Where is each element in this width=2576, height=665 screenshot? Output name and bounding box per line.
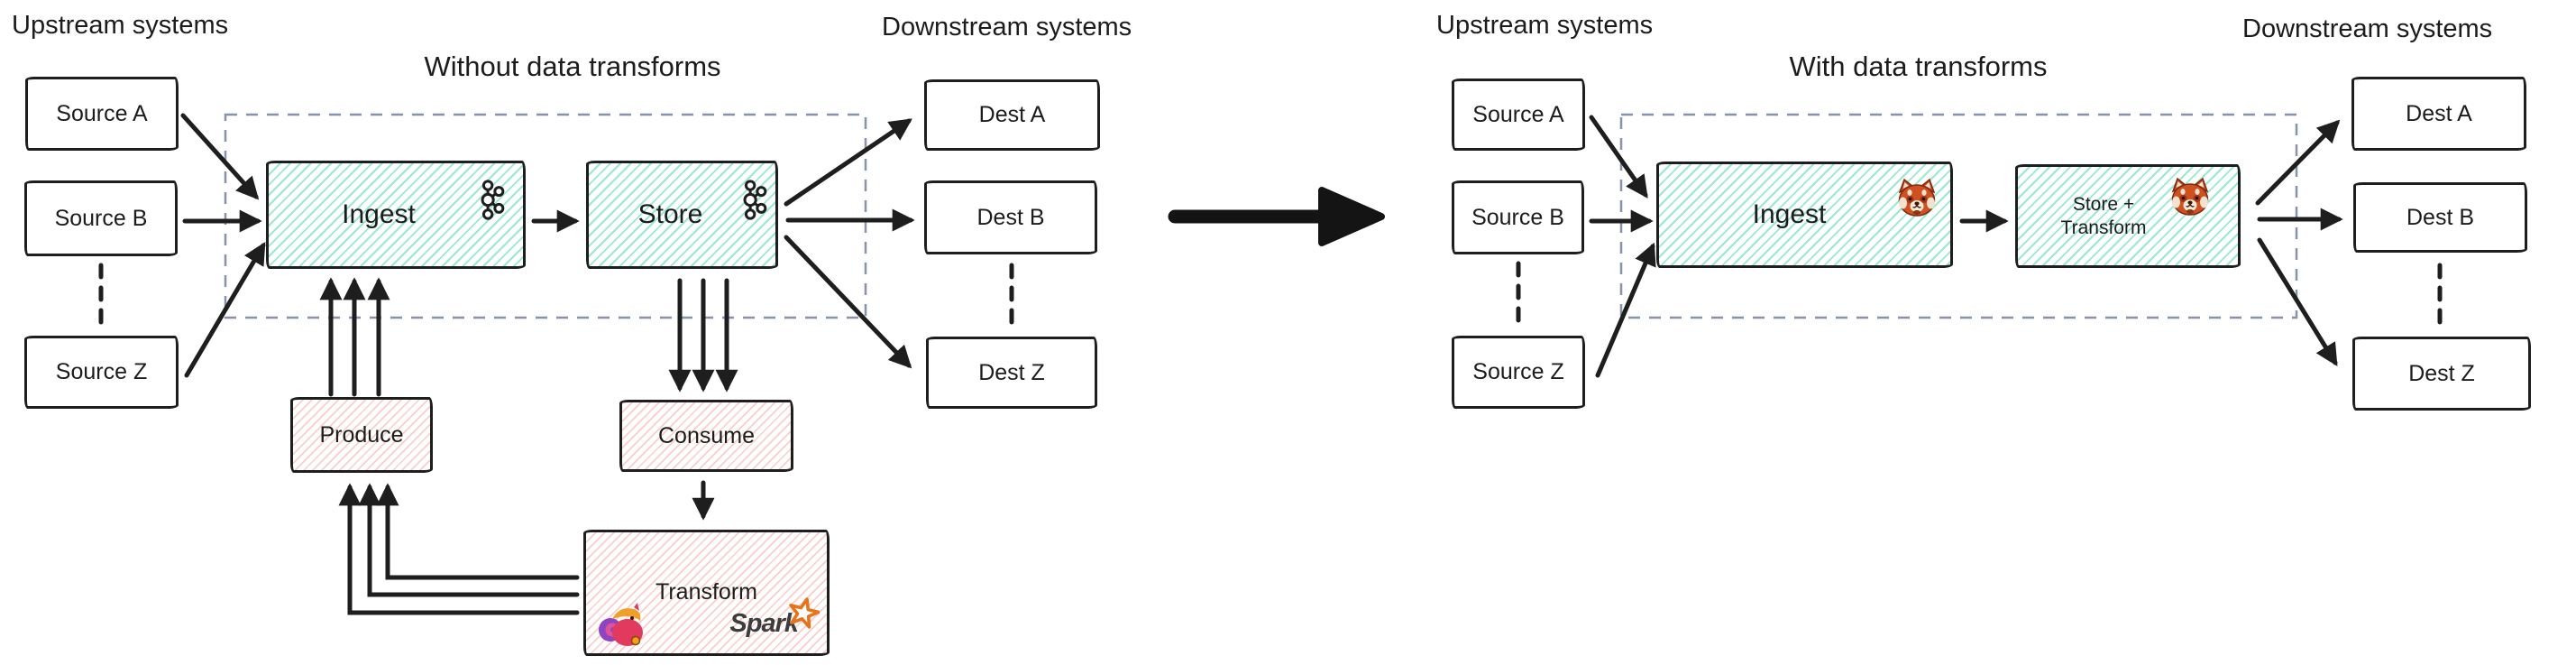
spark-wordmark: Spark <box>729 609 799 638</box>
left-store-box: Store <box>586 161 778 269</box>
kafka-icon <box>481 180 505 220</box>
right-source-a-box: Source A <box>1452 79 1585 151</box>
left-dest-b-label: Dest B <box>976 204 1045 230</box>
left-dest-b-box: Dest B <box>924 180 1097 254</box>
redpanda-icon <box>2171 177 2209 216</box>
left-consume-label: Consume <box>658 422 755 448</box>
kafka-icon <box>743 180 767 220</box>
left-source-z-label: Source Z <box>55 359 148 384</box>
right-dest-z-label: Dest Z <box>2408 360 2475 386</box>
left-dest-a-label: Dest A <box>978 102 1046 127</box>
left-source-z-box: Source Z <box>24 336 179 409</box>
right-store-transform-box: Store + Transform <box>2015 164 2241 268</box>
left-upstream-heading: Upstream systems <box>12 11 229 40</box>
left-downstream-heading: Downstream systems <box>882 13 1132 42</box>
edge-left-sourceA-ingest <box>180 113 260 200</box>
left-pipeline-zone <box>224 113 867 319</box>
left-source-b-box: Source B <box>24 180 178 256</box>
edge-right-sourceZ-ingest <box>1595 242 1656 378</box>
edge-left-sourceZ-ingest <box>184 241 266 378</box>
left-source-a-box: Source A <box>25 77 179 151</box>
left-source-a-label: Source A <box>56 100 148 126</box>
left-transform-label: Transform <box>655 579 757 605</box>
left-dest-z-label: Dest Z <box>978 359 1045 385</box>
edge-left-transform-produce-3 <box>338 483 580 615</box>
left-produce-label: Produce <box>319 421 404 448</box>
right-source-b-label: Source B <box>1471 204 1564 230</box>
left-dest-a-box: Dest A <box>924 79 1100 151</box>
left-ingest-box: Ingest <box>266 161 526 269</box>
right-downstream-heading: Downstream systems <box>2242 14 2493 43</box>
left-ingest-label: Ingest <box>342 199 416 229</box>
left-store-label: Store <box>637 199 703 229</box>
right-store-transform-label: Store + Transform <box>2018 193 2189 240</box>
right-dest-z-box: Dest Z <box>2352 337 2531 411</box>
right-title: With data transforms <box>1789 51 2048 82</box>
right-source-z-label: Source Z <box>1472 359 1564 384</box>
left-dest-z-box: Dest Z <box>926 337 1097 409</box>
right-upstream-heading: Upstream systems <box>1436 11 1654 40</box>
edge-right-storetransform-destA <box>2255 119 2341 206</box>
right-dest-b-label: Dest B <box>2406 204 2475 230</box>
left-source-b-label: Source B <box>54 205 148 231</box>
edge-left-transform-produce-1 <box>376 483 580 580</box>
right-source-z-box: Source Z <box>1452 336 1585 409</box>
right-dest-a-label: Dest A <box>2406 100 2472 126</box>
edge-left-transform-produce-2 <box>358 483 580 597</box>
spark-star-icon <box>789 597 820 629</box>
right-store-transform-line1: Store + <box>2072 193 2135 215</box>
edge-right-sourceA-ingest <box>1589 115 1648 199</box>
right-source-b-box: Source B <box>1452 180 1584 254</box>
left-consume-box: Consume <box>619 400 793 472</box>
redpanda-icon <box>1898 178 1936 217</box>
right-ingest-box: Ingest <box>1656 162 1953 268</box>
flink-icon <box>599 603 643 646</box>
right-dest-a-box: Dest A <box>2351 77 2526 151</box>
right-ingest-label: Ingest <box>1752 199 1827 229</box>
right-dest-b-box: Dest B <box>2353 182 2527 253</box>
right-source-a-label: Source A <box>1472 101 1564 127</box>
big-transition-arrow <box>1168 187 1385 246</box>
right-store-transform-line2: Transform <box>2060 217 2147 238</box>
left-title: Without data transforms <box>424 51 721 82</box>
left-transform-box: Transform Spark <box>583 530 830 656</box>
edge-right-storetransform-destZ <box>2257 237 2338 366</box>
edge-left-store-destZ <box>784 235 912 369</box>
right-pipeline-zone <box>1619 113 2298 319</box>
edge-left-store-destA <box>784 118 912 207</box>
left-produce-box: Produce <box>290 397 433 473</box>
